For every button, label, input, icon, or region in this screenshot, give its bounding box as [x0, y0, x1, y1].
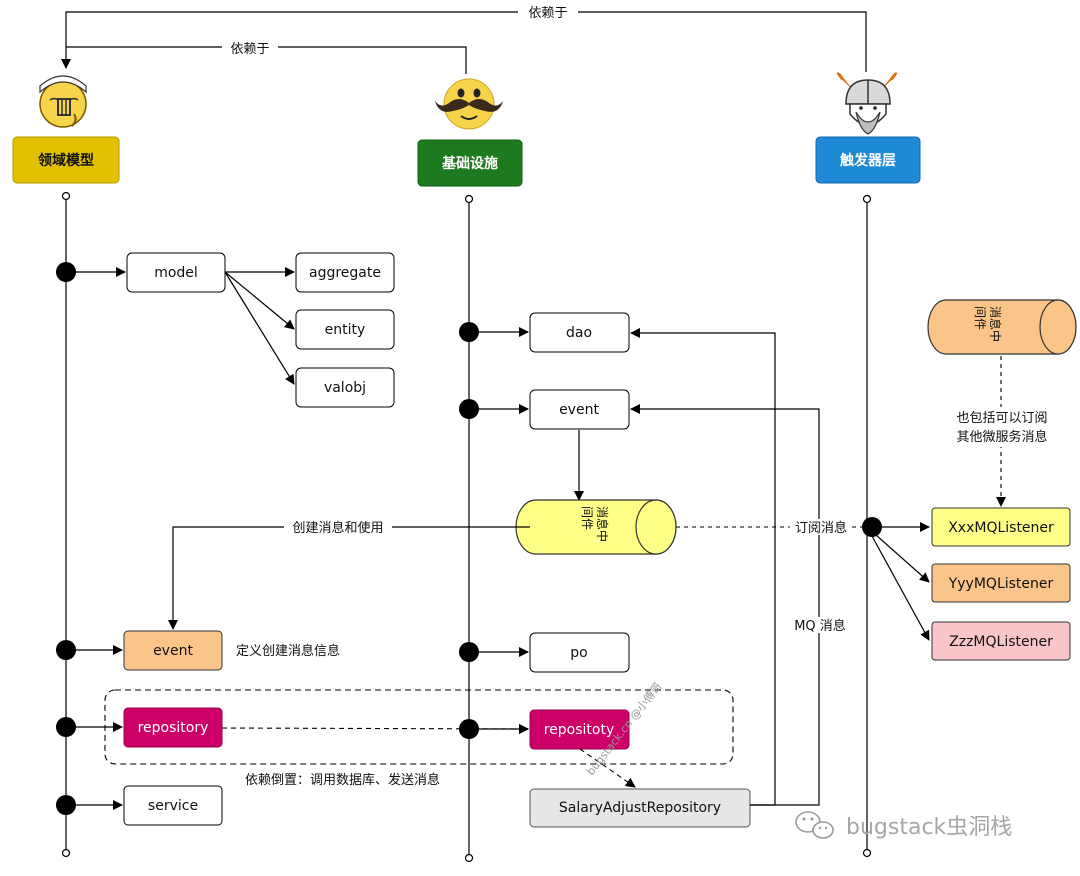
- infra-repository-label: repositoty: [544, 722, 615, 738]
- viking-helmet-icon: [836, 72, 898, 135]
- wechat-icon: [795, 811, 834, 839]
- mq-message-label: MQ 消息: [794, 618, 846, 634]
- trigger-layer-title: 触发器层: [839, 152, 896, 169]
- dao-label: dao: [566, 325, 592, 341]
- depends-top-label: 依赖于: [528, 6, 567, 21]
- valobj-label: valobj: [324, 380, 366, 396]
- define-event-label: 定义创建消息信息: [236, 643, 340, 659]
- center-mq-cylinder: 消息中 间件: [515, 499, 677, 555]
- impl-to-dao-event-connectors: [630, 328, 820, 806]
- create-use-label: 创建消息和使用: [292, 520, 383, 536]
- domain-layer-header: 领域模型: [12, 136, 120, 184]
- dependency-inversion-label: 依赖倒置：调用数据库、发送消息: [245, 772, 440, 788]
- model-label: model: [154, 265, 198, 281]
- subscribe-label: 订阅消息: [795, 520, 847, 536]
- also-subscribe-line1: 也包括可以订阅: [956, 411, 1047, 426]
- also-subscribe-line2: 其他微服务消息: [956, 429, 1047, 445]
- po-node: po: [529, 632, 630, 673]
- right-mq-connector: 也包括可以订阅 其他微服务消息: [946, 356, 1058, 507]
- domain-dots: [56, 262, 76, 815]
- domain-repository-node: repository: [123, 707, 223, 748]
- aggregate-node: aggregate: [295, 252, 395, 293]
- service-node: service: [123, 785, 223, 826]
- yyy-listener-node: YyyMQListener: [931, 563, 1071, 603]
- depends-mid-connector: 依赖于: [66, 40, 467, 74]
- trigger-connectors: [866, 522, 930, 641]
- infra-event-node: event: [529, 389, 630, 430]
- trigger-dot: [862, 517, 882, 537]
- right-mq-line1: 消息中: [988, 306, 1003, 342]
- model-node: model: [126, 252, 226, 293]
- yyy-listener-label: YyyMQListener: [948, 576, 1054, 592]
- infra-layer-header: 基础设施: [417, 139, 523, 187]
- entity-node: entity: [295, 309, 395, 350]
- mq-message-label-group: MQ 消息: [788, 617, 852, 634]
- service-label: service: [148, 798, 198, 814]
- right-mq-line2: 间件: [973, 306, 987, 330]
- dependency-inversion-group: 依赖倒置：调用数据库、发送消息: [104, 689, 734, 788]
- depends-top-connector: 依赖于: [61, 4, 867, 72]
- center-mq-line2: 间件: [580, 506, 594, 530]
- domain-layer-title: 领域模型: [38, 152, 94, 169]
- subscribe-connector: 订阅消息: [676, 519, 867, 536]
- center-mq-line1: 消息中: [595, 506, 610, 542]
- zzz-listener-node: ZzzMQListener: [931, 621, 1071, 661]
- aggregate-label: aggregate: [309, 265, 381, 281]
- create-use-connector: 创建消息和使用: [168, 519, 530, 630]
- infra-event-label: event: [559, 402, 599, 418]
- trigger-layer-header: 触发器层: [815, 136, 921, 184]
- domain-event-node: event: [123, 630, 223, 671]
- mustache-face-icon: [435, 78, 503, 130]
- dao-node: dao: [529, 312, 630, 353]
- right-mq-cylinder: 消息中 间件: [927, 299, 1077, 355]
- sage-emoji-icon: [39, 75, 87, 128]
- xxx-listener-node: XxxMQListener: [931, 507, 1071, 547]
- salary-adjust-repository-node: SalaryAdjustRepository: [529, 788, 751, 828]
- depends-mid-label: 依赖于: [230, 42, 269, 57]
- brand-watermark: bugstack虫洞栈: [846, 815, 1012, 840]
- infra-repository-node: repositoty: [529, 709, 630, 750]
- infra-layer-title: 基础设施: [442, 155, 498, 172]
- salary-adjust-repository-label: SalaryAdjustRepository: [559, 800, 721, 816]
- xxx-listener-label: XxxMQListener: [948, 520, 1054, 536]
- domain-repository-label: repository: [138, 720, 209, 736]
- zzz-listener-label: ZzzMQListener: [949, 634, 1053, 650]
- entity-label: entity: [325, 322, 366, 338]
- domain-event-label: event: [153, 643, 193, 659]
- po-label: po: [570, 645, 587, 661]
- valobj-node: valobj: [295, 367, 395, 408]
